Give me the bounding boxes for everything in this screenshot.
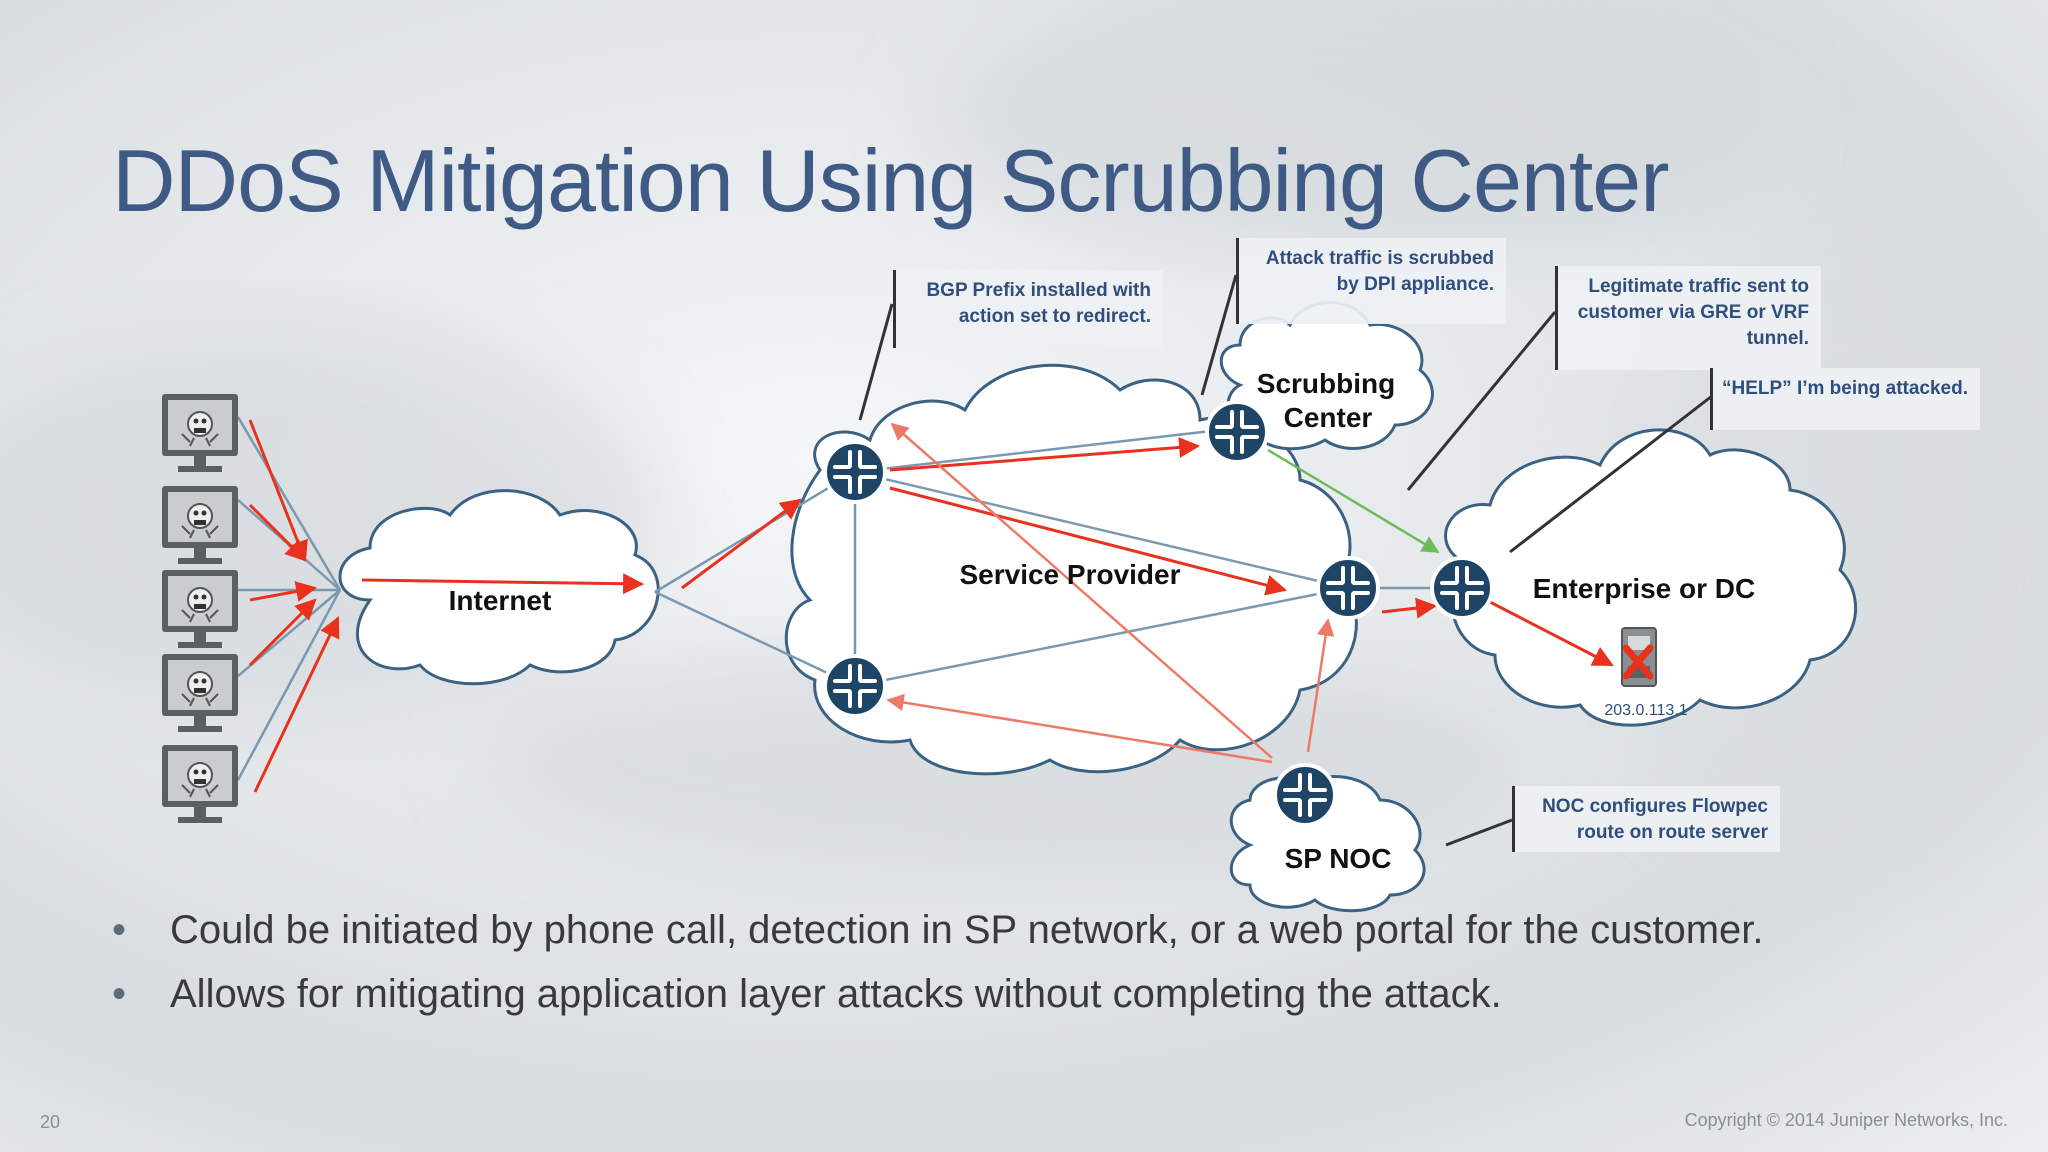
router-icon [823,440,887,504]
attack-arrows [248,419,1614,793]
internet-label: Internet [449,585,552,616]
router-icon [1273,763,1337,827]
infected-computer-icon [161,653,239,733]
callout-text: “HELP” I’m being attacked. [1722,378,1968,399]
router-icon [1316,556,1380,620]
scrubbing-center-cloud [1219,301,1434,451]
scrubbing-callout: Attack traffic is scrubbed by DPI applia… [1236,238,1506,324]
bullet-list: Could be initiated by phone call, detect… [112,898,1764,1026]
infected-computer-icon [161,393,239,473]
slide-number: 20 [40,1112,61,1132]
sp-noc-label: SP NOC [1285,843,1392,874]
callout-text: Attack traffic is scrubbed [1265,248,1494,269]
callout-leaders [858,274,1713,847]
bullet-item: Allows for mitigating application layer … [112,962,1764,1026]
help-callout: “HELP” I’m being attacked. [1710,368,1980,430]
router-icon [823,654,887,718]
callout-text: tunnel. [1746,328,1809,349]
clean-traffic-arrow [1267,448,1440,554]
router-icon [1205,400,1269,464]
callout-text: NOC configures Flowpec [1542,796,1768,817]
infected-computer-icon [161,485,239,565]
noc-flowspec-callout: NOC configures Flowpec route on route se… [1512,786,1780,852]
enterprise-cloud [1444,428,1857,727]
internet-cloud [338,489,660,686]
service-provider-label: Service Provider [959,559,1180,590]
callout-text: BGP Prefix installed with [926,280,1151,301]
infected-computer-icon [161,569,239,649]
callout-text: route on route server [1576,822,1768,843]
scrubbing-center-label-1: Scrubbing [1257,368,1395,399]
router-icon [1430,556,1494,620]
callout-text: customer via GRE or VRF [1577,302,1809,323]
callout-text: Legitimate traffic sent to [1588,276,1809,297]
target-ip-label: 203.0.113.1 [1604,702,1687,719]
infected-computer-icon [161,744,239,824]
page-title: DDoS Mitigation Using Scrubbing Center [112,131,1670,230]
callout-text: by DPI appliance. [1336,274,1494,295]
scrubbing-center-label-2: Center [1284,402,1373,433]
noc-config-arrows [886,422,1335,764]
bullet-item: Could be initiated by phone call, detect… [112,898,1764,962]
bgp-prefix-callout: BGP Prefix installed with action set to … [893,270,1163,348]
copyright-text: Copyright © 2014 Juniper Networks, Inc. [1684,1110,2008,1130]
callout-text: action set to redirect. [958,306,1151,327]
x-mark-icon [1622,644,1654,680]
legitimate-traffic-callout: Legitimate traffic sent to customer via … [1555,266,1821,370]
enterprise-label: Enterprise or DC [1533,573,1756,604]
